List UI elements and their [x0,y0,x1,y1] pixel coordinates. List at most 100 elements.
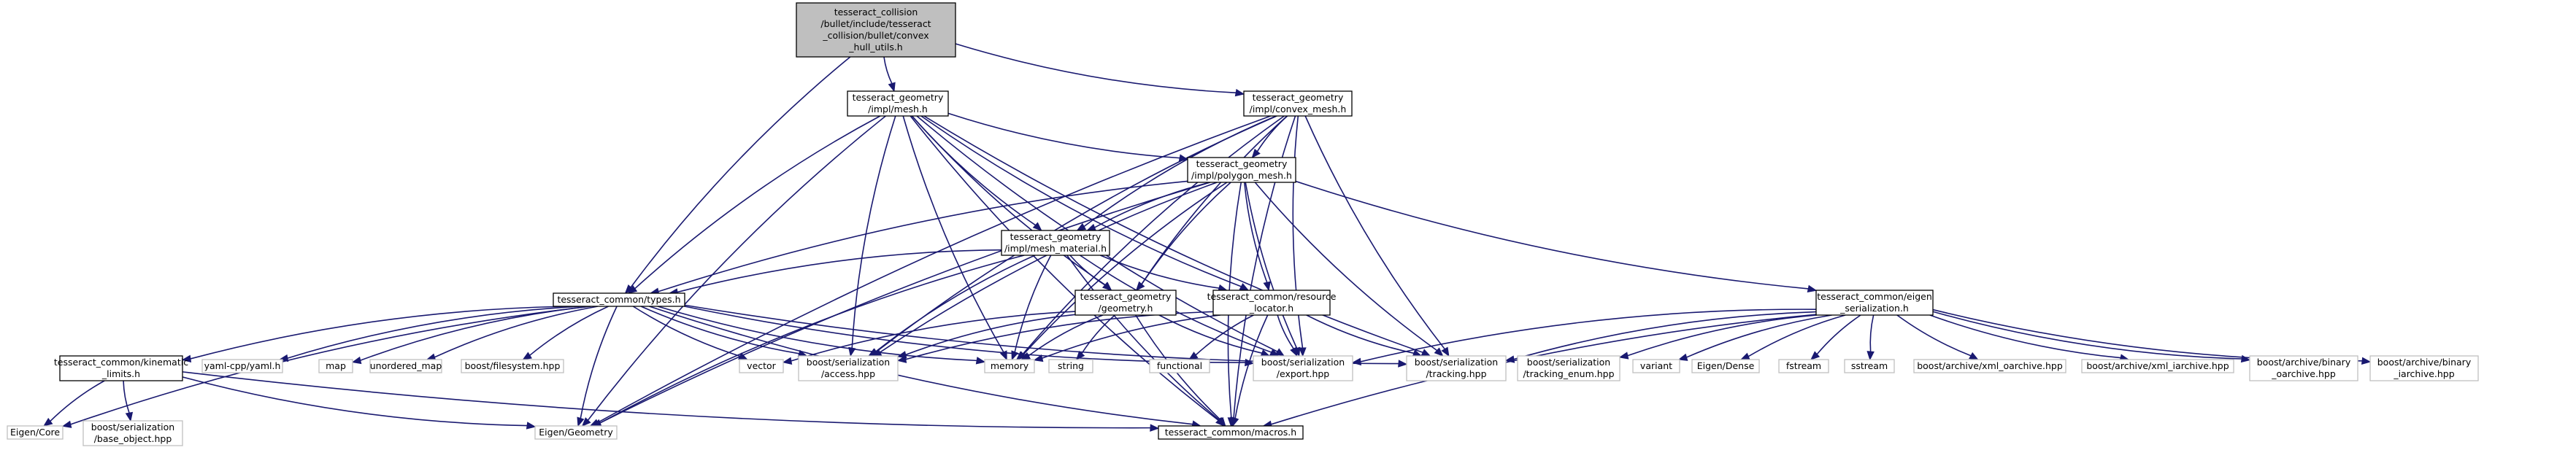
node-box [1253,355,1353,381]
edge-line [1748,314,1846,357]
edge-eigenser-to-dense [1739,314,1846,360]
node-box [1212,290,1331,316]
edge-types-to-yaml [278,306,583,362]
edge-line [1069,255,1106,286]
node-fs: boost/filesystem.hpp [461,359,564,373]
edge-arrowhead [1504,355,1515,363]
edge-arrowhead [1398,360,1408,368]
edge-line [1360,309,1817,362]
edge-eigenser-to-tracking [1504,311,1817,363]
edge-convex-to-eigengeom [589,115,1271,427]
edge-arrowhead [526,422,537,430]
edge-arrowhead [1969,352,1979,360]
node-eigenser[interactable]: tesseract_common/eigen_serialization.h [1815,290,1934,316]
edge-geometry-to-vector [782,311,1076,365]
node-label-line: tesseract_common/types.h [557,294,680,305]
edge-line [1513,311,1817,360]
edge-arrowhead [61,420,72,428]
node-box [1632,359,1680,373]
edge-line [1816,314,1861,355]
node-label-line: fstream [1786,360,1821,371]
node-box [796,2,956,58]
edge-line [1277,314,1294,349]
edge-line [1233,115,1296,419]
edge-material-to-geometry [1069,255,1112,291]
edge-kinematic-to-macros [182,371,1160,432]
node-box [1815,290,1934,316]
edge-arrowhead [1677,353,1688,361]
edge-arrowhead [627,285,638,294]
edge-line [580,306,618,419]
node-label-line: boost/archive/binary [2257,357,2351,368]
node-label-line: /impl/mesh_material.h [1004,243,1107,254]
edge-line [649,306,1193,425]
edge-line [883,56,893,84]
node-label-line: tesseract_geometry [853,92,944,103]
edge-line [1244,182,1268,283]
edge-polygon-to-eigenser [1295,180,1818,292]
node-kinematic[interactable]: tesseract_common/kinematic_limits.h [54,355,188,381]
node-trackenum: boost/serialization/tracking_enum.hpp [1517,355,1620,381]
edge-kinematic-to-baseobj [123,380,134,422]
node-box [1001,230,1110,256]
node-mesh[interactable]: tesseract_geometry/impl/mesh.h [847,90,949,117]
edge-line [182,371,1151,429]
node-label-line: /impl/convex_mesh.h [1250,104,1347,115]
edge-root-to-mesh [883,56,896,93]
node-label-line: Eigen/Geometry [539,427,613,438]
edge-line [1292,115,1304,349]
node-vector: vector [739,359,784,373]
edge-line [1081,314,1115,354]
node-label-line: /impl/polygon_mesh.h [1191,170,1292,181]
node-polygon[interactable]: tesseract_geometry/impl/polygon_mesh.h [1187,157,1296,183]
node-box [984,359,1035,373]
edge-arrowhead [1033,354,1044,362]
edge-eigenser-to-export [1351,309,1817,366]
node-baseobj: boost/serialization/base_object.hpp [82,420,183,446]
edge-polygon-to-tracking [1254,182,1444,357]
node-material[interactable]: tesseract_geometry/impl/mesh_material.h [1001,230,1110,256]
node-macros[interactable]: tesseract_common/macros.h [1158,425,1304,440]
node-box [318,359,353,373]
edge-geometry-to-string [1075,314,1115,361]
edge-arrowhead [1739,352,1750,360]
edge-arrowhead [896,351,907,359]
node-label-line: boost/serialization [1415,357,1498,368]
node-label-line: /access.hpp [821,368,875,379]
edge-eigenser-to-xmli [1929,314,2130,362]
node-label-line: /tracking_enum.hpp [1523,368,1614,379]
node-convex[interactable]: tesseract_geometry/impl/convex_mesh.h [1243,90,1353,117]
node-root: tesseract_collision/bullet/include/tesse… [796,2,956,58]
node-label-line: boost/serialization [1527,357,1610,368]
node-label-line: tesseract_geometry [1080,291,1172,302]
edge-types-to-fs [522,306,609,360]
node-label-line: _hull_utils.h [848,42,902,53]
node-box [739,359,784,373]
edge-line [955,43,1237,93]
node-bini: boost/archive/binary_iarchive.hpp [2369,355,2479,381]
edge-line [1066,255,1220,421]
edge-arrowhead [1618,352,1629,360]
node-types[interactable]: tesseract_common/types.h [553,292,685,307]
node-fstream: fstream [1778,359,1829,373]
node-box [7,425,64,440]
node-box [1517,355,1620,381]
edge-types-to-umap [426,306,599,361]
node-resource[interactable]: tesseract_common/resource_locator.h [1207,290,1337,316]
edge-arrowhead [1441,346,1450,357]
node-geometry[interactable]: tesseract_geometry/geometry.h [1074,290,1177,316]
node-string: string [1048,359,1093,373]
node-label-line: sstream [1851,360,1888,371]
node-label-line: tesseract_collision [834,7,918,18]
node-label-line: boost/archive/binary [2377,357,2472,368]
node-export: boost/serialization/export.hpp [1253,355,1353,381]
node-box [1187,157,1296,183]
edge-polygon-to-resource [1244,182,1271,292]
node-label-line: boost/filesystem.hpp [465,360,561,371]
edge-types-to-eigencore [61,306,591,428]
edge-line [1158,314,1262,354]
edge-line [1896,314,1972,357]
edge-arrowhead [351,356,362,365]
node-label-line: tesseract_common/macros.h [1165,427,1296,438]
